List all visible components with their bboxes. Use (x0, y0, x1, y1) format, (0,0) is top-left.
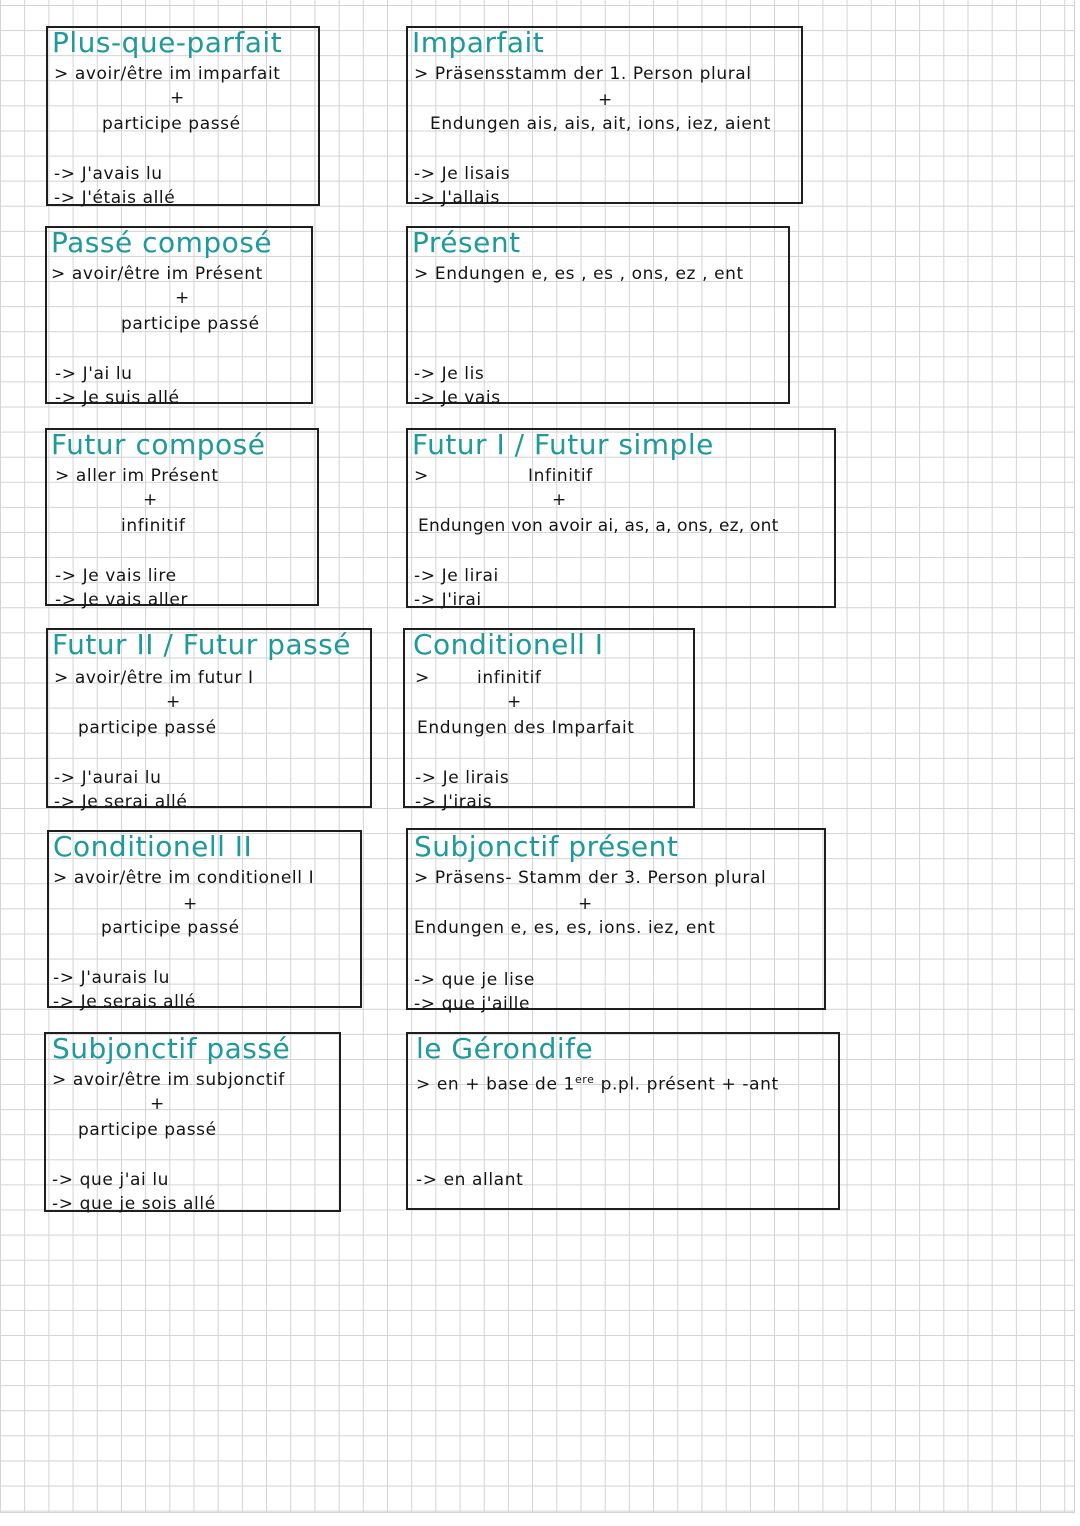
plus-sign: + (170, 88, 185, 108)
example-2: -> J'irai (414, 590, 482, 610)
second-part: infinitif (121, 516, 186, 536)
example-2: -> Je serai allé (54, 792, 188, 812)
example-1: -> J'aurai lu (54, 768, 162, 788)
example-2: -> J'irais (415, 792, 493, 812)
example-1: -> en allant (416, 1170, 524, 1190)
example-1: -> Je lirai (414, 566, 499, 586)
plus-sign: + (183, 894, 198, 914)
plus-sign: + (166, 692, 181, 712)
example-1: -> Je lirais (415, 768, 510, 788)
example-2: -> que je sois allé (52, 1194, 216, 1214)
card-title: Subjonctif passé (52, 1032, 291, 1065)
second-part: participe passé (78, 1120, 217, 1140)
example-2: -> J'étais allé (54, 188, 176, 208)
card-passe-compose: Passé composé > avoir/être im Présent + … (45, 226, 313, 408)
second-part: participe passé (102, 114, 241, 134)
second-part: Endungen des Imparfait (417, 718, 635, 738)
rule-text: > Präsens- Stamm der 3. Person plural (414, 868, 767, 888)
card-futur-simple: Futur I / Futur simple > Infinitif + End… (406, 428, 836, 610)
rule-text: > avoir/être im imparfait (54, 64, 281, 84)
rule-text: > Präsensstamm der 1. Person plural (414, 64, 752, 84)
plus-sign: + (143, 490, 158, 510)
example-1: -> Je lisais (414, 164, 511, 184)
plus-sign: + (578, 894, 593, 914)
example-1: -> Je lis (414, 364, 485, 384)
card-subjonctif-present: Subjonctif présent > Präsens- Stamm der … (406, 828, 826, 1014)
plus-sign: + (552, 490, 567, 510)
card-imparfait: Imparfait > Präsensstamm der 1. Person p… (406, 26, 803, 208)
example-1: -> J'ai lu (55, 364, 133, 384)
example-1: -> que j'ai lu (52, 1170, 170, 1190)
plus-sign: + (598, 90, 613, 110)
card-present: Présent > Endungen e, es , es , ons, ez … (406, 226, 790, 408)
second-part: Endungen von avoir ai, as, a, ons, ez, o… (418, 516, 779, 536)
example-2: -> Je serais allé (53, 992, 196, 1012)
card-title: Conditionell II (53, 830, 253, 863)
example-2: -> Je suis allé (55, 388, 180, 408)
card-title: Futur composé (51, 428, 266, 461)
example-1: -> J'aurais lu (53, 968, 170, 988)
rule-superscript: ere (574, 1073, 595, 1086)
card-title: Passé composé (51, 226, 273, 259)
second-part: participe passé (121, 314, 260, 334)
card-title: Présent (412, 226, 521, 259)
rule-pre: > en + base de 1 (416, 1074, 575, 1095)
second-part: participe passé (78, 718, 217, 738)
example-1: -> J'avais lu (54, 164, 163, 184)
card-futur-passe: Futur II / Futur passé > avoir/être im f… (46, 628, 372, 812)
card-gerondif: le Gérondife > en + base de 1ere p.pl. p… (406, 1032, 840, 1210)
rule-text: > avoir/être im conditionell I (53, 868, 315, 888)
rule-text: infinitif (477, 668, 542, 688)
example-2: -> Je vais (414, 388, 501, 408)
rule-text: > en + base de 1ere p.pl. présent + -ant (416, 1070, 779, 1095)
card-plus-que-parfait: Plus-que-parfait > avoir/être im imparfa… (46, 26, 320, 208)
example-2: -> J'allais (414, 188, 500, 208)
card-title: Plus-que-parfait (52, 26, 283, 59)
rule-marker: > (414, 466, 429, 486)
rule-marker: > (415, 668, 430, 688)
card-conditionell-1: Conditionell I > infinitif + Endungen de… (403, 628, 695, 812)
second-part: Endungen ais, ais, ait, ions, iez, aient (430, 114, 772, 134)
plus-sign: + (150, 1094, 165, 1114)
card-title: Imparfait (412, 26, 545, 59)
card-title: Conditionell I (413, 628, 604, 661)
rule-text: Infinitif (528, 466, 593, 486)
example-1: -> que je lise (414, 970, 535, 990)
example-2: -> que j'aille (414, 994, 531, 1014)
rule-text: > avoir/être im futur I (54, 668, 254, 688)
rule-post: p.pl. présent + -ant (594, 1074, 779, 1095)
plus-sign: + (175, 288, 190, 308)
card-subjonctif-passe: Subjonctif passé > avoir/être im subjonc… (44, 1032, 341, 1214)
second-part: Endungen e, es, es, ions. iez, ent (414, 918, 716, 938)
card-conditionell-2: Conditionell II > avoir/être im conditio… (47, 830, 362, 1012)
card-title: Futur II / Futur passé (52, 628, 351, 661)
card-futur-compose: Futur composé > aller im Présent + infin… (45, 428, 319, 610)
rule-text: > avoir/être im subjonctif (52, 1070, 285, 1090)
card-title: Futur I / Futur simple (412, 428, 714, 461)
rule-text: > avoir/être im Présent (51, 264, 263, 284)
plus-sign: + (507, 692, 522, 712)
rule-text: > aller im Présent (55, 466, 219, 486)
example-1: -> Je vais lire (55, 566, 177, 586)
rule-text: > Endungen e, es , es , ons, ez , ent (414, 264, 744, 284)
second-part: participe passé (101, 918, 240, 938)
card-title: Subjonctif présent (414, 830, 679, 863)
card-title: le Gérondife (416, 1032, 594, 1065)
example-2: -> Je vais aller (55, 590, 189, 610)
